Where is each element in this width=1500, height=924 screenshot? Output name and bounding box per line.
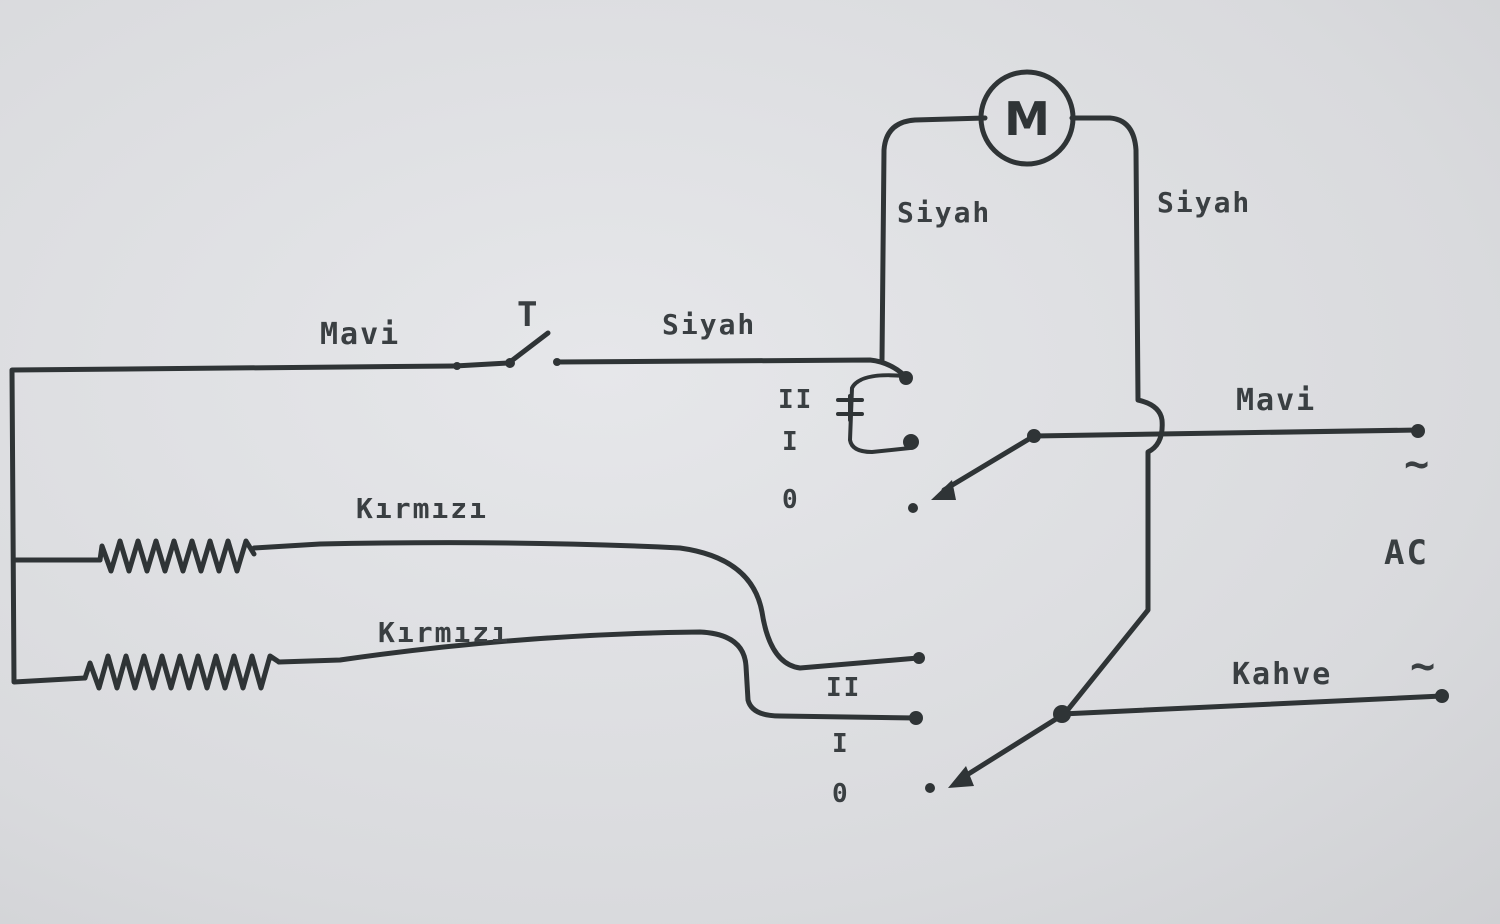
mavi-wire-top	[452, 360, 511, 369]
upper-position-I: I	[782, 427, 800, 457]
label-tilde-top: ~	[1404, 439, 1431, 488]
siyah-wire-left	[879, 115, 988, 363]
upper-switch-lever	[941, 433, 1037, 493]
upper-switch-contact-II	[899, 371, 913, 385]
ac-terminal-bottom	[1435, 689, 1449, 703]
label-kirmizi-2: Kırmızı	[378, 616, 510, 649]
ac-terminal-top	[1411, 424, 1425, 438]
label-mavi-top: Mavi	[320, 317, 400, 352]
label-siyah-middle: Siyah	[662, 308, 756, 341]
upper-switch-arrow	[931, 480, 956, 500]
upper-switch-contact-I	[903, 434, 919, 450]
motor-label: M	[1004, 92, 1050, 146]
kahve-supply-wire	[1059, 693, 1445, 717]
upper-position-0: 0	[782, 485, 800, 515]
thermostat-blade	[507, 330, 551, 365]
upper-switch-bridge	[848, 373, 912, 454]
lower-switch-contact-I	[909, 711, 923, 725]
upper-switch-contact-0	[908, 503, 918, 513]
siyah-wire-right	[1063, 115, 1165, 715]
lower-position-II: II	[826, 673, 861, 703]
upper-switch-bridge-mark	[836, 394, 864, 422]
label-tilde-bottom: ~	[1410, 641, 1437, 690]
lower-switch-contact-II	[913, 652, 925, 664]
label-siyah-left: Siyah	[897, 196, 991, 229]
upper-position-II: II	[778, 385, 813, 415]
motor-symbol: M	[978, 69, 1076, 167]
label-ac: AC	[1384, 533, 1429, 573]
kirmizi-wire-1	[251, 540, 921, 671]
mavi-supply-wire	[1031, 427, 1421, 439]
lower-switch-arrow	[948, 766, 974, 788]
left-bus-wire	[9, 363, 458, 685]
label-mavi-right: Mavi	[1236, 383, 1316, 418]
label-siyah-right: Siyah	[1157, 186, 1251, 219]
lower-position-I: I	[832, 729, 850, 759]
heater-resistor-2	[82, 653, 282, 691]
heater-resistor-1	[97, 538, 257, 574]
label-kahve: Kahve	[1232, 657, 1332, 692]
kirmizi-wire-2	[276, 629, 919, 721]
lower-switch-contact-0	[925, 783, 935, 793]
lower-switch-lever	[959, 711, 1067, 781]
lower-position-0: 0	[832, 779, 850, 809]
label-thermostat: T	[517, 295, 539, 335]
label-kirmizi-1: Kırmızı	[356, 492, 488, 525]
siyah-wire-middle	[554, 357, 908, 379]
